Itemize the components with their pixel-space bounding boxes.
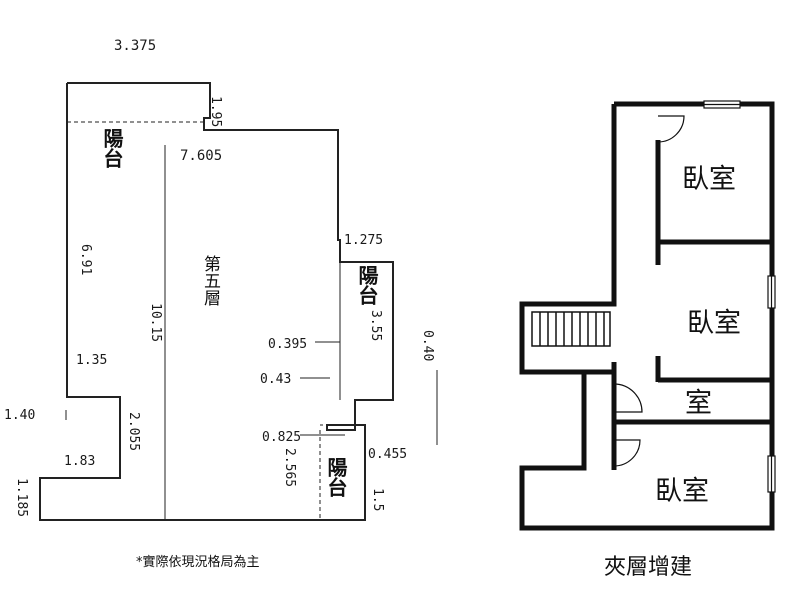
right-plan-caption: 夾層增建 bbox=[604, 555, 692, 580]
dim-mid-a: 0.395 bbox=[268, 337, 307, 352]
dim-left-lower: 1.35 bbox=[76, 353, 107, 368]
door-bedroom1 bbox=[657, 115, 685, 143]
dim-left-small: 1.40 bbox=[4, 408, 35, 423]
dim-center-height: 10.15 bbox=[148, 303, 163, 342]
dim-top-right-step: 1.95 bbox=[208, 96, 223, 127]
room-label-bedroom-1: 臥室 bbox=[682, 164, 736, 195]
balcony-label-right: 陽台 bbox=[355, 265, 379, 305]
left-floor-plan bbox=[39, 82, 438, 521]
dim-far-right: 0.40 bbox=[420, 330, 435, 361]
balcony-label-top: 陽台 bbox=[100, 128, 124, 168]
dim-top-width: 3.375 bbox=[114, 38, 156, 54]
dim-right-a: 3.55 bbox=[368, 310, 383, 341]
dim-mid-c: 0.825 bbox=[262, 430, 301, 445]
dim-inner-top: 7.605 bbox=[180, 148, 222, 164]
staircase bbox=[531, 311, 611, 347]
dim-right-c: 1.5 bbox=[370, 488, 385, 511]
dim-center-lower: 2.055 bbox=[126, 412, 141, 451]
balcony-label-bottom: 陽台 bbox=[324, 457, 348, 497]
left-plan-caption: *實際依現況格局為主 bbox=[136, 554, 260, 570]
dim-right-step: 1.275 bbox=[344, 233, 383, 248]
windows bbox=[703, 100, 776, 493]
dim-left-bottom-height: 1.185 bbox=[14, 478, 29, 517]
doors bbox=[613, 115, 685, 467]
door-room bbox=[613, 383, 643, 413]
dim-mid-d: 2.565 bbox=[282, 448, 297, 487]
dim-mid-b: 0.43 bbox=[260, 372, 291, 387]
door-bedroom3 bbox=[613, 439, 641, 467]
left-plan-outline bbox=[39, 82, 394, 521]
floor-label: 第五層 bbox=[200, 255, 221, 306]
room-label-room: 室 bbox=[685, 388, 712, 419]
room-label-bedroom-2: 臥室 bbox=[687, 308, 741, 339]
right-floor-plan bbox=[519, 101, 775, 531]
dim-left-height: 6.91 bbox=[78, 244, 93, 275]
room-label-bedroom-3: 臥室 bbox=[655, 476, 709, 507]
stair-box bbox=[531, 311, 611, 347]
dim-right-b: 0.455 bbox=[368, 447, 407, 462]
right-plan-outline bbox=[519, 101, 775, 531]
dim-left-bottom-width: 1.83 bbox=[64, 454, 95, 469]
